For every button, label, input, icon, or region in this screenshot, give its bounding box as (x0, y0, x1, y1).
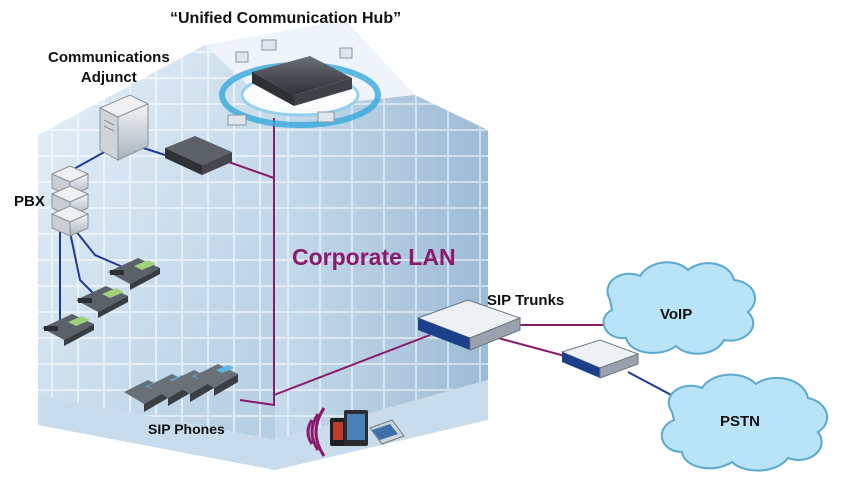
server-icon (98, 94, 150, 161)
corporate-lan-label: Corporate LAN (292, 244, 456, 270)
gateway-icon (560, 339, 640, 379)
hub-peripheral-icon (235, 51, 249, 63)
gateway-icon (416, 299, 522, 351)
hub-peripheral-icon (261, 39, 277, 51)
cloud-icon (660, 373, 829, 472)
pbx-adjunct-link (71, 149, 109, 171)
hub-peripheral-icon (339, 47, 353, 59)
lan-router-link (222, 159, 275, 179)
adjunct-label-line2: Adjunct (80, 69, 137, 86)
pstn-label: PSTN (720, 413, 761, 430)
pbx-label: PBX (14, 193, 45, 210)
pbx-phone2-link (74, 229, 126, 269)
adjunct-label-line1: Communications (48, 49, 170, 66)
building (38, 20, 488, 470)
hub-peripheral-icon (317, 111, 335, 123)
wireless-devices-icon (306, 407, 405, 457)
sip-trunks-label: SIP Trunks (487, 292, 565, 309)
voip-label: VoIP (660, 306, 693, 323)
desk-phone-icon (42, 314, 94, 346)
sip-phones-label: SIP Phones (148, 421, 225, 437)
hub-label: “Unified Communication Hub” (170, 10, 402, 27)
building-right-grid (275, 95, 488, 440)
lan-phones-link (239, 334, 431, 407)
building-left-grid (38, 45, 275, 440)
router-icon (165, 136, 232, 175)
adjunct-label: Communications Adjunct (48, 48, 170, 88)
desk-phone-icon (108, 258, 160, 290)
desk-phone-icon (76, 286, 128, 318)
hub-device-icon (219, 39, 381, 128)
pbx-stack-icon (50, 165, 90, 237)
trunk-gateway-link (497, 337, 566, 357)
hub-peripheral-icon (227, 114, 247, 126)
cloud-icon (602, 261, 756, 355)
sip-phone-icon (194, 364, 238, 396)
pbx-phone3-link (69, 231, 96, 296)
building-base (38, 380, 488, 470)
